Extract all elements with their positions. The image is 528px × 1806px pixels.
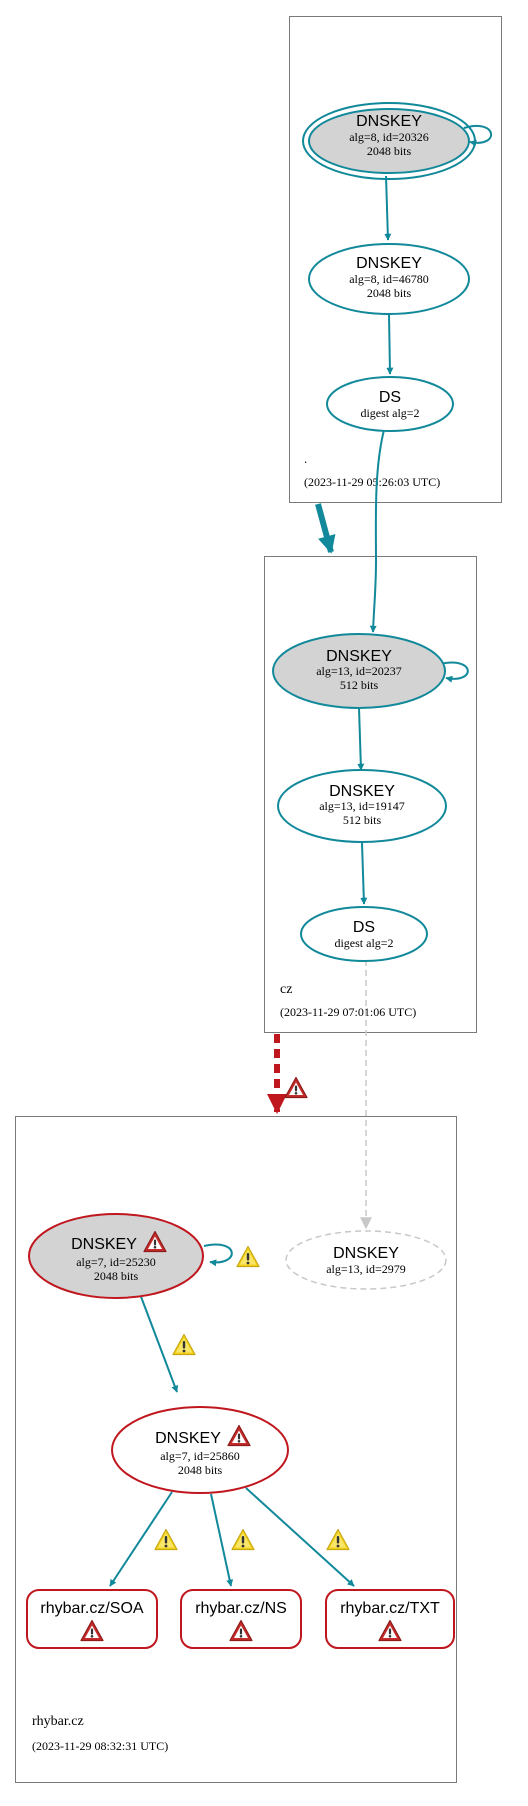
node-cz-ds-digest: digest alg=2 <box>334 936 393 950</box>
node-root-ds[interactable]: DS digest alg=2 <box>326 376 454 432</box>
zone-root-name: . <box>304 451 307 466</box>
node-root-ksk-bits: 2048 bits <box>367 144 412 158</box>
node-cz-zsk-alg: alg=13, id=19147 <box>319 799 405 813</box>
node-root-zsk[interactable]: DNSKEY alg=8, id=46780 2048 bits <box>308 243 470 315</box>
delegation-error-icon[interactable] <box>284 1076 308 1099</box>
node-cz-ksk-alg: alg=13, id=20237 <box>316 664 402 678</box>
node-rhybar-zsk-bits: 2048 bits <box>178 1463 223 1477</box>
node-rhybar-zsk-alg: alg=7, id=25860 <box>160 1449 240 1463</box>
edge-root-ksk-self <box>463 125 492 147</box>
node-root-ksk[interactable]: DNSKEY alg=8, id=20326 2048 bits <box>302 102 476 180</box>
zone-cz-box <box>264 556 477 1033</box>
node-root-zsk-title: DNSKEY <box>356 255 422 272</box>
node-root-zsk-bits: 2048 bits <box>367 286 412 300</box>
node-rrset-ns[interactable]: rhybar.cz/NS <box>180 1589 302 1649</box>
zone-rhybar-name: rhybar.cz <box>32 1714 84 1729</box>
node-rrset-txt[interactable]: rhybar.cz/TXT <box>325 1589 455 1649</box>
rhybar-zsk-to-soa-warning-icon[interactable] <box>154 1528 178 1551</box>
zone-root-box <box>289 16 502 503</box>
zone-cz-name: cz <box>280 982 292 997</box>
edge-root-ksk-to-zsk <box>384 175 392 241</box>
node-cz-ds-title: DS <box>353 919 375 936</box>
node-root-ksk-title: DNSKEY <box>356 113 422 130</box>
node-rrset-ns-label: rhybar.cz/NS <box>195 1600 287 1617</box>
node-cz-ds[interactable]: DS digest alg=2 <box>300 906 428 962</box>
node-cz-ksk-title: DNSKEY <box>326 648 392 665</box>
node-root-ds-digest: digest alg=2 <box>360 406 419 420</box>
node-rrset-txt-label: rhybar.cz/TXT <box>340 1600 440 1617</box>
node-root-zsk-alg: alg=8, id=46780 <box>349 272 429 286</box>
node-rhybar-zsk-title: DNSKEY <box>155 1430 221 1447</box>
node-rhybar-missing-dnskey[interactable]: DNSKEY alg=13, id=2979 <box>285 1230 447 1290</box>
node-rhybar-ksk-title: DNSKEY <box>71 1236 137 1253</box>
node-cz-zsk-title: DNSKEY <box>329 783 395 800</box>
edge-rhybar-ksk-to-zsk <box>139 1293 179 1393</box>
edge-root-to-cz-delegation <box>315 503 336 554</box>
node-rrset-soa-label: rhybar.cz/SOA <box>40 1600 143 1617</box>
node-cz-zsk[interactable]: DNSKEY alg=13, id=19147 512 bits <box>277 769 447 843</box>
zone-root-timestamp: (2023-11-29 05:26:03 UTC) <box>304 475 440 489</box>
edge-rhybar-ksk-self <box>203 1243 233 1267</box>
node-cz-ksk-bits: 512 bits <box>340 678 379 692</box>
node-root-ksk-alg: alg=8, id=20326 <box>349 130 429 144</box>
zone-rhybar-timestamp: (2023-11-29 08:32:31 UTC) <box>32 1739 168 1753</box>
node-rhybar-missing-dnskey-title: DNSKEY <box>333 1245 399 1262</box>
edge-cz-ksk-to-zsk <box>357 707 365 771</box>
edge-root-ds-to-cz-ksk <box>369 429 385 633</box>
rhybar-ksk-self-warning-icon[interactable] <box>236 1245 260 1268</box>
node-rhybar-missing-dnskey-alg: alg=13, id=2979 <box>326 1262 406 1276</box>
node-rhybar-ksk-bits: 2048 bits <box>94 1269 139 1283</box>
rhybar-zsk-to-txt-warning-icon[interactable] <box>326 1528 350 1551</box>
node-rhybar-ksk-alg: alg=7, id=25230 <box>76 1255 156 1269</box>
zone-rhybar-box <box>15 1116 457 1783</box>
zone-cz-timestamp: (2023-11-29 07:01:06 UTC) <box>280 1005 416 1019</box>
node-rhybar-zsk[interactable]: DNSKEY alg=7, id=25860 2048 bits <box>111 1406 289 1494</box>
node-cz-zsk-bits: 512 bits <box>343 813 382 827</box>
edge-rhybar-zsk-to-soa <box>109 1491 173 1587</box>
rhybar-ksk-to-zsk-warning-icon[interactable] <box>172 1333 196 1356</box>
edge-root-zsk-to-ds <box>386 313 394 375</box>
edge-cz-zsk-to-ds <box>360 842 368 905</box>
edge-rhybar-zsk-to-ns <box>210 1493 234 1587</box>
edge-rhybar-zsk-to-txt <box>245 1487 355 1587</box>
node-cz-ksk[interactable]: DNSKEY alg=13, id=20237 512 bits <box>272 633 446 709</box>
edge-cz-ksk-self <box>439 661 469 683</box>
node-root-ds-title: DS <box>379 389 401 406</box>
rhybar-zsk-to-ns-warning-icon[interactable] <box>231 1528 255 1551</box>
node-rhybar-ksk[interactable]: DNSKEY alg=7, id=25230 2048 bits <box>28 1213 204 1299</box>
node-rrset-soa[interactable]: rhybar.cz/SOA <box>26 1589 158 1649</box>
